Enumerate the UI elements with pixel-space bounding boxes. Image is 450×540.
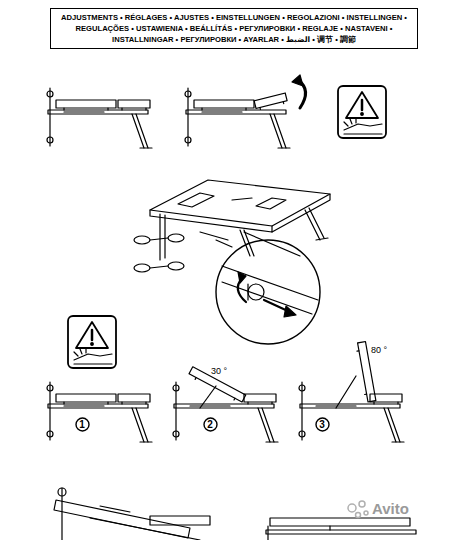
callout-circle: 3	[315, 417, 330, 432]
line-art	[248, 284, 264, 300]
angle-label: 30 °	[211, 366, 227, 376]
callout-number: 3	[315, 417, 330, 432]
bench-position-2	[173, 367, 278, 442]
bench-perspective	[134, 180, 330, 344]
line-art	[61, 488, 62, 540]
line-art	[150, 238, 168, 240]
line-art	[336, 376, 356, 408]
watermark-logo	[348, 501, 368, 518]
line-art	[150, 516, 210, 525]
callout-circle: 1	[75, 417, 90, 432]
watermark: Avito	[372, 500, 409, 517]
line-art	[159, 214, 160, 260]
line-art	[164, 215, 165, 258]
line-art	[359, 501, 365, 507]
line-art	[168, 262, 184, 270]
line-art	[284, 306, 296, 317]
line-art	[316, 238, 328, 240]
bench-position-3	[299, 342, 404, 442]
bench-position-1	[47, 382, 152, 442]
line-art	[188, 367, 246, 404]
line-art	[185, 88, 290, 148]
callout-circle: 2	[203, 417, 218, 432]
line-art	[216, 240, 232, 247]
line-art	[222, 266, 318, 314]
line-art	[56, 394, 116, 404]
line-art	[47, 382, 152, 442]
line-art	[54, 500, 190, 538]
line-art	[256, 198, 286, 209]
bench-seat-raised	[185, 88, 290, 148]
line-art	[232, 198, 252, 200]
line-art	[247, 284, 248, 300]
line-art	[299, 382, 404, 442]
line-art	[364, 511, 368, 515]
line-art	[118, 394, 150, 404]
line-art	[68, 316, 116, 368]
line-art	[68, 316, 116, 368]
line-art	[244, 232, 300, 256]
line-art	[309, 208, 324, 238]
line-art	[194, 100, 254, 110]
line-art	[254, 93, 287, 110]
line-art	[270, 518, 410, 526]
line-art	[118, 100, 150, 110]
line-art	[338, 86, 386, 138]
line-art	[100, 506, 130, 512]
bench-flat	[47, 88, 152, 148]
line-art	[150, 210, 272, 232]
line-art	[200, 386, 216, 408]
line-art	[47, 88, 152, 148]
line-art	[200, 232, 228, 240]
line-art	[173, 382, 278, 442]
line-art	[267, 526, 268, 540]
line-art	[329, 526, 330, 530]
line-art	[292, 75, 303, 86]
line-art	[266, 530, 416, 534]
callout-number: 1	[75, 417, 90, 432]
line-art	[134, 264, 150, 272]
line-art	[56, 100, 116, 110]
bench-partial	[54, 488, 416, 540]
line-art	[134, 236, 150, 244]
line-art	[90, 518, 200, 540]
line-art	[254, 93, 287, 110]
line-art	[244, 394, 276, 404]
line-art	[150, 266, 168, 268]
line-art	[168, 234, 184, 242]
callout-number: 2	[203, 417, 218, 432]
line-art	[188, 367, 246, 404]
line-art	[348, 504, 356, 512]
angle-label: 80 °	[371, 345, 387, 355]
line-art	[238, 272, 246, 283]
line-art	[178, 193, 214, 207]
heading-box: ADJUSTMENTS • RÉGLAGES • AJUSTES • EINST…	[50, 8, 418, 49]
line-art	[338, 86, 386, 138]
line-art	[356, 513, 361, 518]
line-art	[216, 240, 320, 344]
